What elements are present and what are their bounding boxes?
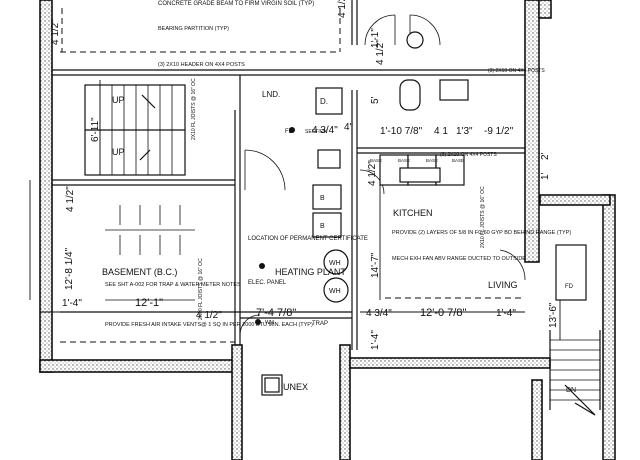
stair-right [549,330,601,416]
dim-1-10: 1'-10 7/8" [380,126,423,137]
dim-1-4-right: 1'-4" [496,308,516,319]
wall-unex-right [339,344,351,460]
label-section: SECTION [305,129,328,135]
joist-arrows [105,205,195,301]
wall-far-right [602,194,616,460]
note-header-left: (3) 2X10 HEADER ON 4X4 POSTS [158,62,245,68]
room-unex: UNEX [283,382,308,392]
dim-4-1: 4 1 [434,126,448,137]
dim-1-1: 1'-1" [370,28,381,48]
wall-right-top [538,0,552,19]
fd-dot-upper [289,127,295,133]
room-living: LIVING [488,280,518,290]
note-beam-1: CONCRETE GRADE BEAM TO FIRM VIRGIN SOIL … [158,1,314,7]
dim-4-tail: 4" [344,122,354,133]
dim-7-4: 7'-4 7/8" [256,307,296,319]
label-wh-2: WH [329,288,341,295]
cert-dot [259,263,265,269]
lavatory [439,79,469,101]
room-kitchen: KITCHEN [393,208,433,218]
toilet [399,79,421,111]
note-joists-left: 2X10 FL JOISTS @ 16" OC [198,258,204,320]
dim-1-3: 1'3" [456,126,473,137]
dim-1-4-left: 1'-4" [62,298,82,309]
foundation-walls [39,0,616,460]
label-b-2: B [320,223,325,230]
dim-4-1-2-f: 4 1/2" [196,310,222,321]
dim-5: 5' [370,96,381,104]
wall-bottom-left [39,359,241,373]
dim-12-8: 12'-8 1/4" [64,247,75,290]
wall-stair-left [531,379,543,460]
note-header-right: (3) 2X10 ON 4X4 POSTS [488,68,545,74]
boiler-1 [312,184,342,210]
note-gyp: PROVIDE (2) LAYERS OF 5/8 IN FC 60 GYP B… [392,230,571,236]
label-cab-4: BASE [452,158,464,163]
note-joists-upper: 2X10 FL JOISTS @ 16" OC [191,78,197,140]
door-swings [239,14,526,336]
wall-far-right-top [539,194,611,206]
note-fresh-air: PROVIDE FRESH AIR INTAKE VENTS@ 1 SQ IN … [105,322,313,328]
dim-12-1: 12'-1" [135,297,163,309]
dim-4-3-4-a: 4 3/4" [312,125,338,136]
unex-box-inner [264,377,280,393]
label-b-1: B [320,195,325,202]
dim-1: 1' [540,172,551,180]
room-basement: BASEMENT (B.C.) [102,267,177,277]
interior-lines [52,0,525,350]
boiler-2 [312,212,342,238]
range [399,167,441,183]
dim-6-11: 6'-11" [90,117,101,142]
label-d: D. [320,97,328,106]
note-exhaust: MECH EXH FAN ABV RANGE DUCTED TO OUTSIDE [392,256,526,262]
wc-symbol [406,31,424,49]
room-heating-plant: HEATING PLANT [275,267,346,277]
dim-2: 2' [540,152,551,160]
note-elec-panel: ELEC. PANEL [248,280,287,286]
label-cab-3: BASE [426,158,438,163]
dim-12-0: 12'-0 7/8" [420,307,466,319]
dim-1-4-bottom: 1'-4" [370,330,381,350]
dim-4-1-2-d: 4 1/2" [65,186,76,212]
label-up-1: UP [112,95,125,105]
note-see-sht: SEE SHT A-002 FOR TRAP & WATER METER NOT… [105,282,241,288]
dimension-lines [29,80,561,340]
dim-4-1-2-e: 4 1/2" [367,160,378,186]
note-location-cert: LOCATION OF PERMANENT CERTIFICATE [248,236,368,242]
label-wm: WM [265,320,274,326]
dim-4-1-2-c: 4 1/2" [375,39,386,65]
note-joists-kitchen: 2X10 FL JOISTS @ 16" OC [480,186,486,248]
wall-bottom-right [349,357,551,369]
note-header-mid: (3) 2X10 ON 4X4 POSTS [440,152,497,158]
water-heater-1 [323,249,349,275]
note-bearing-partition: BEARING PARTITION (TYP) [158,26,229,32]
dim-4-1-2-b: 4 1/2" [337,0,348,18]
dryer-box [315,87,343,115]
wall-right-upper [524,0,540,263]
label-up-2: UP [112,147,125,157]
fixtures [255,31,587,396]
wall-left [39,0,53,373]
wm-dot [255,319,261,325]
label-fd-right: FD [565,284,574,290]
label-cab-2: BASE [398,158,410,163]
stair-left [84,84,186,176]
dim-4-1-2-a: 4 1/2" [50,19,61,45]
label-fd-left: FD [285,129,294,135]
wall-unex-left [231,344,243,460]
label-wh-1: WH [329,260,341,267]
water-heater-2 [323,277,349,303]
label-lnd: LND. [262,90,280,99]
dim-14-7: 14'-7" [370,252,381,278]
label-cab-1: BASE [370,158,382,163]
laundry-sink [317,149,341,169]
dim-13-6: 13'-6" [548,302,559,328]
note-trap: TRAP [312,321,328,327]
fd-box-right [555,244,587,301]
dim-9-1-2: -9 1/2" [484,126,514,137]
label-dn: DN [566,387,576,394]
dim-4-3-4-b: 4 3/4" [366,308,392,319]
